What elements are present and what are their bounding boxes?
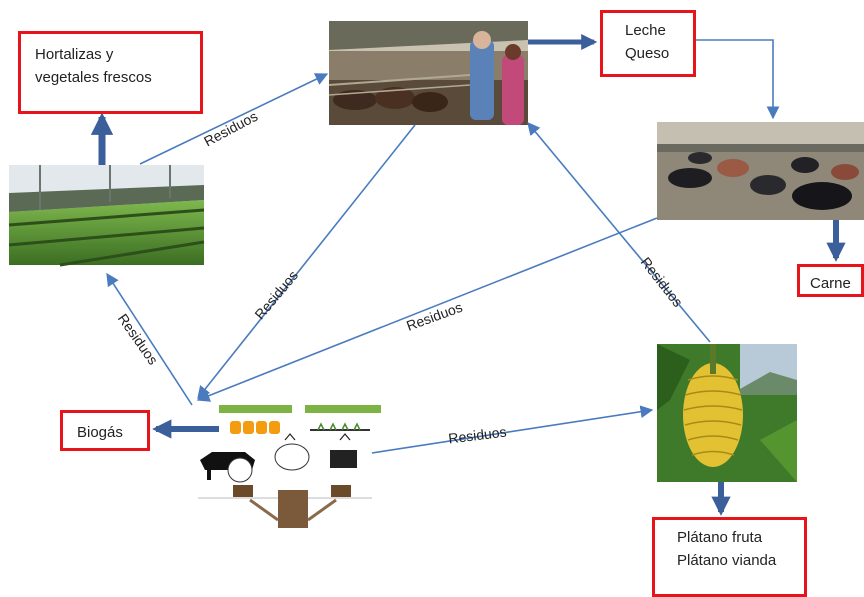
greenhouse-photo: [8, 165, 205, 267]
thin-arrows: [106, 39, 780, 454]
thick-arrows: [90, 33, 846, 516]
arrow-dairy-to-biodigester: [197, 124, 416, 400]
arrow-banana-to-dairy: [527, 122, 711, 343]
leche-label: Leche: [625, 22, 666, 39]
carne-label: Carne: [810, 275, 851, 292]
biogas-box: Biogás: [60, 410, 150, 451]
banana-photo: [657, 344, 797, 482]
biogas-label: Biogás: [77, 424, 123, 441]
hortalizas-line2: vegetales frescos: [35, 69, 152, 87]
residuos-label-pigs-biodigester: Residuos: [404, 299, 464, 334]
carne-box: Carne: [797, 264, 864, 297]
residuos-label-biodigester-banana: Residuos: [447, 424, 507, 447]
arrow-greenhouse-to-dairy: [139, 73, 329, 165]
platano-fruta-label: Plátano fruta: [677, 529, 763, 546]
dairy-photo: [328, 21, 528, 125]
biodigester-diagram: [198, 405, 381, 528]
pigs-photo: [657, 122, 864, 220]
queso-label: Queso: [625, 45, 670, 63]
arrow-leche-to-pigs: [695, 39, 780, 120]
residuos-label-dairy-biodigester: Residuos: [251, 267, 301, 322]
arrow-biodigester-to-greenhouse: [106, 272, 193, 406]
residuos-label-banana-dairy: Residuos: [638, 254, 687, 310]
hortalizas-line1: Hortalizas y: [35, 46, 114, 63]
flow-diagram: Residuos Residuos Residuos Residuos Resi…: [8, 21, 864, 528]
arrow-biodigester-to-banana: [371, 405, 654, 454]
platano-vianda-label: Plátano vianda: [677, 552, 777, 570]
hortalizas-box: Hortalizas y vegetales frescos: [18, 31, 203, 114]
residuos-label-biodigester-greenhouse: Residuos: [115, 311, 162, 368]
platano-box: Plátano fruta Plátano vianda: [652, 517, 807, 597]
residuos-label-greenhouse-dairy: Residuos: [201, 108, 260, 150]
arrow-pigs-to-biodigester: [196, 217, 658, 402]
leche-queso-box: Leche Queso: [600, 10, 696, 77]
